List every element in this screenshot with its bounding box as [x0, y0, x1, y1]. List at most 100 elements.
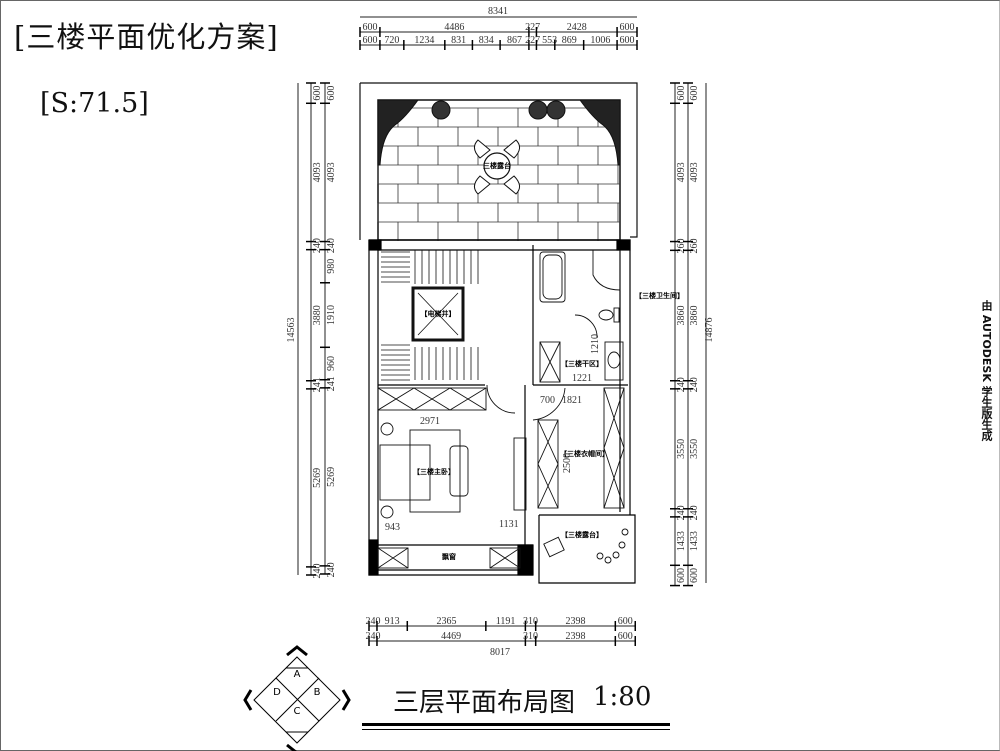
bottom-row1-value: 2398	[565, 616, 585, 627]
left-row2-value: 241	[326, 376, 337, 391]
left-row2-value: 240	[326, 238, 337, 253]
top-row2-value: 831	[451, 35, 466, 46]
bottom-row2-value: 600	[618, 631, 633, 642]
top-row2-value: 1234	[414, 35, 434, 46]
right-row2-value: 260	[689, 238, 700, 253]
closet-label: 【三楼衣帽间】	[560, 449, 609, 458]
dim-943: 943	[385, 522, 400, 533]
top-row1-value: 2428	[567, 22, 587, 33]
top-row1-value: 227	[525, 22, 540, 33]
closet-fixtures	[532, 387, 625, 509]
left-total-dim: 14563	[286, 318, 297, 343]
sheet-title: [三楼平面优化方案]	[14, 20, 279, 54]
compass-a: A	[294, 669, 301, 680]
top-row2-value: 720	[384, 35, 399, 46]
bathroom-label: 【三楼卫生间】	[635, 291, 684, 300]
bottom-terrace-furniture	[543, 528, 629, 564]
left-row2-value: 980	[326, 259, 337, 274]
right-row1-value: 1433	[676, 531, 687, 551]
dim-700: 700	[540, 395, 555, 406]
dim-2971: 2971	[420, 416, 440, 427]
title-underline-thin	[362, 729, 670, 730]
dim-1210: 1210	[590, 334, 601, 354]
right-row1-value: 600	[676, 86, 687, 101]
bottom-terrace-label: 【三楼露台】	[561, 530, 603, 539]
compass-b: B	[314, 687, 321, 698]
right-row1-value: 260	[676, 238, 687, 253]
left-row1-value: 5269	[312, 468, 323, 488]
dry-area-label: 【三楼干区】	[561, 359, 603, 368]
dim-1821: 1821	[562, 395, 582, 406]
right-row1-value: 600	[676, 568, 687, 583]
dim-1221: 1221	[572, 373, 592, 384]
top-row2-value: 834	[479, 35, 494, 46]
right-row1-value: 240	[676, 505, 687, 520]
right-row2-value: 600	[689, 568, 700, 583]
top-row2-value: 600	[620, 35, 635, 46]
dim-1131: 1131	[499, 519, 519, 530]
bathroom-fixtures	[539, 250, 624, 383]
right-row2-value: 4093	[689, 162, 700, 182]
master-bedroom-label: 【三楼主卧】	[413, 467, 455, 476]
title-underline	[362, 723, 670, 726]
compass-c: C	[294, 706, 301, 717]
left-row2-value: 4093	[326, 162, 337, 182]
left-row1-value: 4093	[312, 162, 323, 182]
right-row1-value: 240	[676, 377, 687, 392]
bottom-row1-value: 1191	[496, 616, 516, 627]
left-row2-value: 5269	[326, 467, 337, 487]
right-row2-value: 240	[689, 505, 700, 520]
area-label: [S:71.5]	[40, 88, 149, 119]
right-row2-value: 240	[689, 377, 700, 392]
left-row1-value: 600	[312, 86, 323, 101]
left-row1-value: 3880	[312, 305, 323, 325]
right-row2-value: 3860	[689, 306, 700, 326]
left-row2-value: 960	[326, 356, 337, 371]
left-row1-value: 240	[312, 563, 323, 578]
terrace-top-label: 三楼露台	[483, 161, 511, 170]
bottom-row1-value: 310	[523, 616, 538, 627]
bottom-row2-value: 310	[523, 631, 538, 642]
bottom-row1-value: 240	[365, 616, 380, 627]
bottom-row1-value: 2365	[437, 616, 457, 627]
top-row1-value: 600	[620, 22, 635, 33]
plan-title: 三层平面布局图	[393, 688, 576, 718]
top-row2-value: 1006	[590, 35, 610, 46]
bedroom-furniture	[377, 384, 527, 569]
bottom-row1-value: 600	[618, 616, 633, 627]
walls	[368, 239, 636, 584]
bottom-row2-value: 240	[365, 631, 380, 642]
left-row2-value: 240	[326, 562, 337, 577]
top-row2-value: 227	[525, 35, 540, 46]
right-row1-value: 4093	[676, 162, 687, 182]
top-row2-value: 869	[562, 35, 577, 46]
staircase	[381, 250, 479, 381]
right-row2-value: 3550	[689, 439, 700, 459]
bottom-row1-value: 913	[385, 616, 400, 627]
elevator-label: 【电梯井】	[421, 309, 456, 318]
bay-window-label: 飘窗	[442, 552, 456, 561]
plan-scale: 1:80	[593, 682, 652, 712]
top-row1-value: 600	[362, 22, 377, 33]
top-row2-value: 600	[362, 35, 377, 46]
right-row1-value: 3550	[676, 439, 687, 459]
bottom-row2-value: 4469	[441, 631, 461, 642]
top-row2-value: 553	[542, 35, 557, 46]
right-row2-value: 600	[689, 86, 700, 101]
dim-2500: 2500	[562, 453, 573, 473]
left-row1-value: 241	[312, 377, 323, 392]
compass-d: D	[273, 687, 281, 698]
bottom-row2-value: 2398	[565, 631, 585, 642]
left-row2-value: 1910	[326, 305, 337, 325]
top-row1-value: 4486	[444, 22, 464, 33]
autodesk-watermark: 由 AUTODESK 学生版生成	[980, 300, 993, 441]
compass-symbol: A B C D	[243, 645, 351, 751]
left-row1-value: 240	[312, 238, 323, 253]
bottom-total-dim: 8017	[490, 647, 510, 658]
top-row2-value: 867	[507, 35, 522, 46]
right-row1-value: 3860	[676, 306, 687, 326]
right-row2-value: 1433	[689, 531, 700, 551]
right-total-dim: 14876	[704, 318, 715, 343]
